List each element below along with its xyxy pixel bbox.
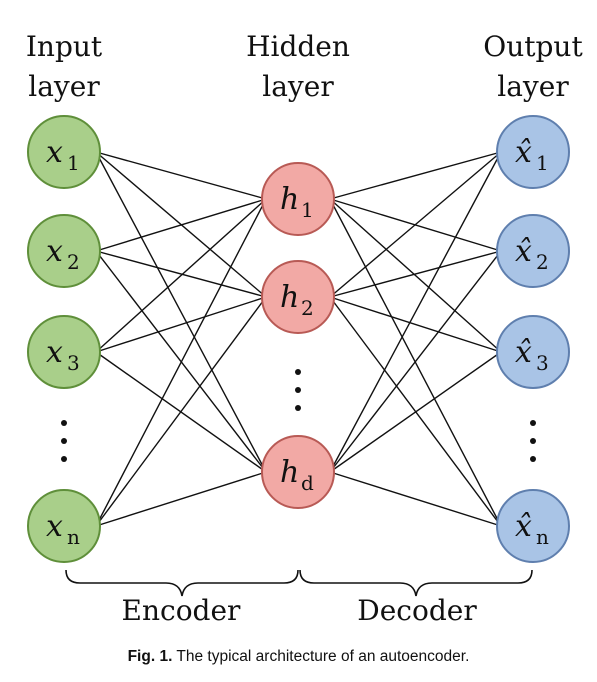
figure-caption: Fig. 1. The typical architecture of an a… xyxy=(0,648,597,666)
output-node-circle xyxy=(496,315,570,389)
input-node-label: x xyxy=(46,234,63,269)
output-node-subscript: 2 xyxy=(536,250,549,274)
output-node-circle xyxy=(496,489,570,563)
input-node-circle xyxy=(27,315,101,389)
encoder-brace xyxy=(65,569,299,597)
encoder-edge xyxy=(95,471,267,527)
output-node-circle xyxy=(496,115,570,189)
encoder-edge xyxy=(95,296,267,527)
encoder-edge xyxy=(95,296,267,353)
hidden-node-circle xyxy=(261,435,335,509)
output-node-subscript: 1 xyxy=(536,151,549,175)
caption-label: Fig. 1. xyxy=(127,648,173,665)
decoder-edge xyxy=(329,151,502,298)
input-ellipsis xyxy=(61,420,67,462)
encoder-edge xyxy=(95,151,267,200)
connection-edges xyxy=(95,151,502,527)
output-node-subscript: n xyxy=(536,525,549,549)
hidden-layer-title-line2: layer xyxy=(262,70,334,103)
output-node-label: x̂ xyxy=(515,335,532,370)
hidden-node-circle xyxy=(261,162,335,236)
encoder-label: Encoder xyxy=(122,594,242,627)
input-node-subscript: 2 xyxy=(67,250,80,274)
hidden-node-circle xyxy=(261,260,335,334)
output-layer-title-line1: Output xyxy=(483,30,583,63)
input-node-label: x xyxy=(46,135,63,170)
input-node-circle xyxy=(27,214,101,288)
decoder-label: Decoder xyxy=(357,594,477,627)
hidden-node-subscript: d xyxy=(301,471,314,495)
input-node-subscript: n xyxy=(67,525,80,549)
decoder-edge xyxy=(329,198,502,353)
output-node-label: x̂ xyxy=(515,234,532,269)
decoder-edge xyxy=(329,471,502,527)
output-node-2: x̂2 xyxy=(496,214,570,288)
hidden-node-label: h xyxy=(280,455,299,490)
decoder-edge xyxy=(329,151,502,473)
hidden-node-label: h xyxy=(280,280,299,315)
encoder-edge xyxy=(95,151,267,473)
input-node-circle xyxy=(27,115,101,189)
output-ellipsis xyxy=(530,420,536,462)
input-node-label: x xyxy=(46,335,63,370)
output-node-n: x̂n xyxy=(496,489,570,563)
decoder-edge xyxy=(329,351,502,473)
hidden-ellipsis xyxy=(295,369,301,411)
decoder-edge xyxy=(329,250,502,473)
encoder-edge xyxy=(95,250,267,298)
output-node-circle xyxy=(496,214,570,288)
input-node-label: x xyxy=(46,509,63,544)
input-node-subscript: 3 xyxy=(67,351,80,375)
hidden-node-label: h xyxy=(280,182,299,217)
encoder-edge xyxy=(95,198,267,353)
encoder-edge xyxy=(95,198,267,252)
output-node-label: x̂ xyxy=(515,509,532,544)
decoder-brace xyxy=(299,569,533,597)
output-node-3: x̂3 xyxy=(496,315,570,389)
decoder-edge xyxy=(329,151,502,200)
output-node-label: x̂ xyxy=(515,135,532,170)
input-node-subscript: 1 xyxy=(67,151,80,175)
input-layer-title-line1: Input xyxy=(26,30,103,63)
decoder-edge xyxy=(329,296,502,353)
input-layer-title-line2: layer xyxy=(28,70,100,103)
encoder-edge xyxy=(95,198,267,527)
decoder-edge xyxy=(329,250,502,298)
hidden-node-subscript: 1 xyxy=(301,198,314,222)
output-layer-title-line2: layer xyxy=(497,70,569,103)
hidden-node-subscript: 2 xyxy=(301,296,314,320)
caption-text: The typical architecture of an autoencod… xyxy=(176,648,470,665)
output-node-1: x̂1 xyxy=(496,115,570,189)
input-node-circle xyxy=(27,489,101,563)
output-node-subscript: 3 xyxy=(536,351,549,375)
hidden-layer-title-line1: Hidden xyxy=(246,30,350,63)
